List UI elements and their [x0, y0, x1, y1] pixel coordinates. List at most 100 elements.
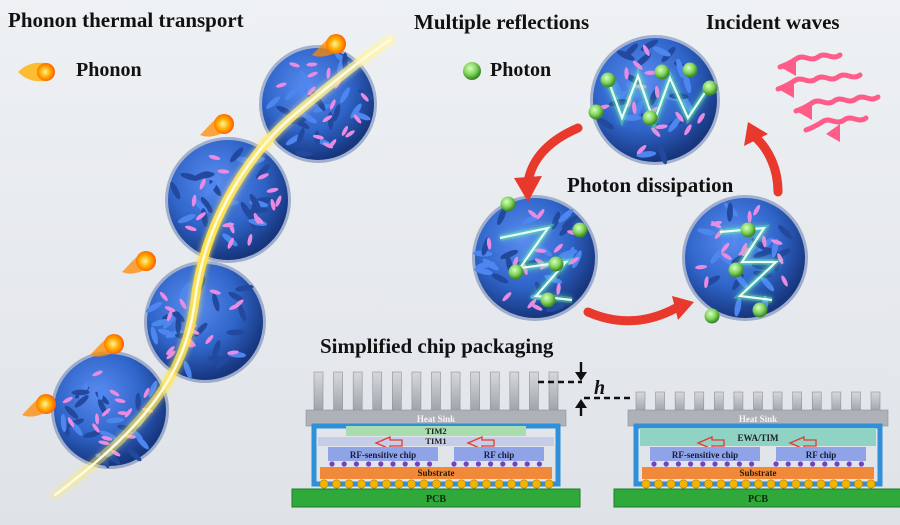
phonon-legend-icon — [18, 62, 55, 82]
ball-grid-ball — [641, 479, 651, 489]
rf-chip-label: RF chip — [806, 450, 836, 460]
phonon-legend-label: Phonon — [76, 59, 142, 81]
photon — [728, 262, 744, 278]
solder-bump — [353, 461, 359, 467]
incident-waves-title: Incident waves — [706, 10, 840, 34]
ball-grid-ball — [481, 479, 491, 489]
photon — [740, 222, 756, 238]
reflection-path — [719, 226, 779, 302]
gap-arrow-up — [575, 399, 587, 408]
ball-grid-ball — [469, 479, 479, 489]
ball-grid-ball — [519, 479, 529, 489]
solder-bump — [536, 461, 543, 467]
ball-grid-ball — [344, 479, 354, 489]
solder-bump — [675, 461, 682, 467]
rf-chip — [454, 447, 544, 461]
photon — [642, 110, 658, 126]
phonon-fireball — [200, 114, 234, 137]
rf-sensitive-chip-label: RF-sensitive chip — [672, 450, 738, 460]
photon — [704, 308, 720, 324]
ball-grid-ball — [444, 479, 454, 489]
tim2-layer — [346, 426, 526, 436]
gap-symbol: h — [594, 377, 605, 399]
ball-grid-ball — [666, 479, 676, 489]
solder-bump — [402, 461, 408, 467]
ball-grid-ball — [494, 479, 504, 489]
solder-bump — [834, 461, 840, 467]
pcb-board — [291, 488, 581, 508]
solder-bump — [651, 461, 657, 467]
ewa-tim-layer — [640, 428, 876, 446]
solder-bump — [366, 461, 372, 467]
ball-grid-ball — [331, 479, 341, 489]
ball-grid-ball — [531, 479, 541, 489]
photon — [702, 80, 718, 96]
ball-grid-ball — [506, 479, 516, 489]
phonon-sphere — [51, 351, 169, 469]
ball-grid-ball — [319, 479, 329, 489]
ball-grid-ball — [716, 479, 726, 489]
ewa-tim-label: EWA/TIM — [737, 433, 779, 443]
rf-chip — [776, 447, 866, 461]
solder-bump — [810, 461, 816, 467]
phonon-fireball — [122, 251, 156, 274]
gap-arrow-down — [575, 372, 587, 381]
photon — [752, 302, 768, 318]
solder-bump — [341, 461, 347, 467]
solder-bump — [797, 461, 804, 467]
photon — [572, 222, 588, 238]
ball-grid-ball — [653, 479, 663, 489]
solder-bump — [378, 461, 384, 467]
photon — [682, 62, 698, 78]
ball-grid-ball — [678, 479, 688, 489]
ball-grid-ball — [544, 479, 554, 489]
ball-grid-ball — [703, 479, 713, 489]
heat-sink-label: Heat Sink — [739, 414, 777, 424]
tim1-label: TIM1 — [425, 436, 446, 446]
ball-grid-ball — [728, 479, 738, 489]
solder-bump — [773, 461, 779, 467]
solder-bump — [329, 461, 335, 467]
substrate-label: Substrate — [739, 468, 776, 478]
tim1-layer — [318, 437, 554, 446]
photon-legend-label: Photon — [490, 59, 552, 81]
multiple-reflections-title: Multiple reflections — [414, 10, 590, 34]
ball-grid-ball — [816, 479, 826, 489]
pcb-board — [613, 488, 900, 508]
phonon-sphere — [144, 261, 266, 383]
ball-grid-ball — [828, 479, 838, 489]
incident-wave-arrowheads — [780, 58, 840, 142]
solder-bump — [414, 461, 420, 467]
solder-bump — [712, 461, 718, 467]
ball-grid-ball — [866, 479, 876, 489]
solder-bump — [390, 461, 396, 467]
phonon-fireball — [22, 394, 56, 417]
pcb-label: PCB — [748, 494, 768, 505]
photon-particles — [500, 62, 768, 324]
ball-grid-ball — [766, 479, 776, 489]
solder-bump — [749, 461, 755, 467]
substrate — [642, 467, 874, 479]
ball-grid-ball — [419, 479, 429, 489]
photon — [600, 72, 616, 88]
ball-grid-ball — [778, 479, 788, 489]
rf-chip-label: RF chip — [484, 450, 514, 460]
ball-grid-ball — [456, 479, 466, 489]
solder-bump — [451, 461, 457, 467]
ball-grid-ball — [853, 479, 863, 489]
solder-bump — [663, 461, 669, 467]
solder-bump — [524, 461, 530, 467]
solder-bump — [724, 461, 730, 467]
solder-bump — [427, 461, 433, 467]
solder-bump — [463, 461, 469, 467]
photon-legend-icon — [463, 62, 481, 80]
photon — [548, 256, 564, 272]
ball-grid-ball — [753, 479, 763, 489]
ball-grid-ball — [381, 479, 391, 489]
photon — [540, 292, 556, 308]
solder-bump — [512, 461, 518, 467]
ball-grid-ball — [394, 479, 404, 489]
chip-packaging-title: Simplified chip packaging — [320, 334, 554, 358]
